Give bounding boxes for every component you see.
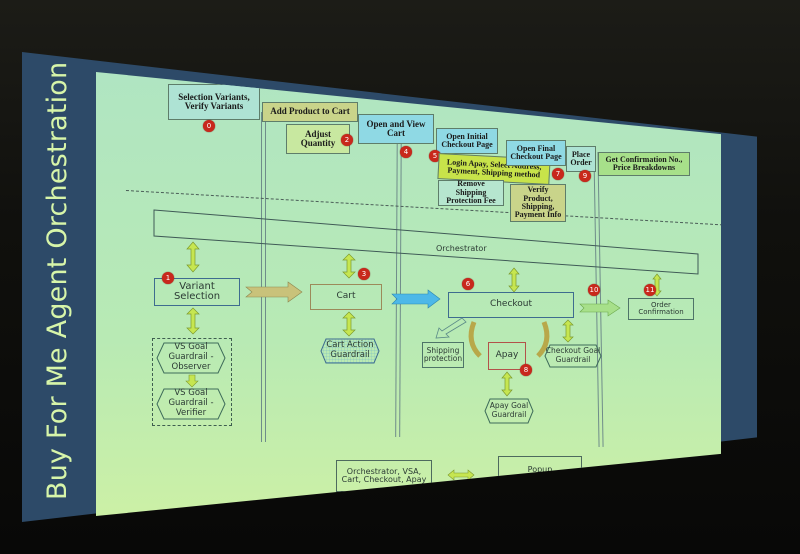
curved-arrows-apay: [468, 321, 550, 358]
badge-6: 6: [462, 278, 474, 290]
header-step-verify-product: Verify Product, Shipping, Payment Info: [510, 184, 566, 222]
double-arrow-orchestrator-variant: [186, 241, 200, 273]
double-arrow-apay-guardrail: [501, 371, 513, 397]
header-step-label: Add Product to Cart: [270, 106, 350, 117]
step-badge-9: 9: [579, 170, 591, 182]
header-step-adjust-quantity: Adjust Quantity: [286, 124, 350, 154]
double-arrow-orchestrator-cart: [342, 253, 356, 279]
node-cart: Cart: [310, 284, 382, 310]
header-step-label: Open Initial Checkout Page: [441, 131, 493, 149]
header-step-open-cart: Open and View Cart: [358, 114, 434, 144]
arrow-checkout-to-order: [579, 299, 621, 317]
badge-10: 10: [588, 284, 600, 296]
header-step-label: Selection Variants, Verify Variants: [178, 91, 250, 111]
orchestrator-label: Orchestrator: [436, 244, 487, 253]
badge-11: 11: [644, 284, 656, 296]
node-label: Apay: [495, 350, 519, 361]
arrow-checkout-to-shipping: [435, 317, 467, 339]
node-label: VS Goal Guardrail - Observer: [168, 342, 214, 372]
node-label: Checkout: [489, 299, 533, 310]
header-step-open-initial-checkout: Open Initial Checkout Page: [436, 128, 498, 154]
step-badge-7: 7: [552, 168, 564, 180]
arrow-variant-to-cart: [245, 281, 303, 303]
slide-canvas: Selection Variants, Verify Variants 0 Ad…: [96, 72, 721, 516]
header-step-label: Open Final Checkout Page: [510, 143, 562, 161]
vs-guardrail-group: [152, 338, 232, 426]
header-step-select-variants: Selection Variants, Verify Variants: [168, 84, 260, 120]
double-arrow-variant-guardrail: [186, 307, 200, 335]
legend-label: Orchestrator, VSA, Cart, Checkout, Apay: [341, 466, 427, 484]
node-label: Cart: [336, 291, 356, 302]
orchestrator-bar: [153, 209, 699, 275]
node-apay: Apay: [488, 342, 526, 370]
node-apay-goal-guardrail: Apay Goal Guardrail: [484, 398, 534, 424]
step-badge-4: 4: [400, 146, 412, 158]
header-step-label: Adjust Quantity: [300, 128, 336, 148]
arrow-cart-to-checkout: [391, 289, 441, 309]
legend-label: Popup: [527, 464, 553, 474]
step-badge-2: 2: [341, 134, 353, 146]
node-label: Checkout Goal Guardrail: [545, 346, 601, 364]
node-checkout: Checkout: [448, 292, 574, 318]
lane-divider-1: [261, 112, 266, 442]
header-step-label: Get Confirmation No., Price Breakdowns: [605, 154, 683, 172]
header-step-label: Verify Product, Shipping, Payment Info: [514, 185, 562, 220]
node-label: Shipping protection: [423, 346, 463, 363]
node-label: Order Confirmation: [638, 300, 684, 316]
slide-title: Buy For Me Agent Orchestration: [42, 61, 73, 500]
node-label: Variant Selection: [173, 280, 221, 302]
header-step-remove-shipping: Remove Shipping Protection Fee: [438, 180, 504, 206]
header-step-add-to-cart: Add Product to Cart: [262, 102, 358, 122]
node-label: Cart Action Guardrail: [326, 340, 374, 360]
header-step-get-confirmation: Get Confirmation No., Price Breakdowns: [598, 152, 690, 176]
double-arrow-orchestrator-checkout: [508, 267, 520, 293]
badge-1: 1: [162, 272, 174, 284]
header-step-label: Place Order: [570, 149, 592, 167]
header-step-label: Open and View Cart: [366, 118, 426, 138]
header-step-label: Remove Shipping Protection Fee: [446, 179, 496, 206]
badge-8: 8: [520, 364, 532, 376]
node-vs-observer: VS Goal Guardrail - Observer: [156, 342, 226, 374]
node-label: VS Goal Guardrail - Verifier: [168, 388, 214, 418]
legend-double-arrow: [447, 469, 475, 481]
badge-3: 3: [358, 268, 370, 280]
node-shipping-protection: Shipping protection: [422, 342, 464, 368]
node-cart-action-guardrail: Cart Action Guardrail: [320, 338, 380, 364]
step-badge-0: 0: [203, 120, 215, 132]
node-vs-verifier: VS Goal Guardrail - Verifier: [156, 388, 226, 420]
header-step-open-final-checkout: Open Final Checkout Page: [506, 140, 566, 166]
node-order-confirmation: Order Confirmation: [628, 298, 694, 320]
arrow-observer-to-verifier: [185, 374, 199, 388]
node-variant-selection: Variant Selection: [154, 278, 240, 306]
double-arrow-cart-guardrail: [342, 311, 356, 337]
node-checkout-goal-guardrail: Checkout Goal Guardrail: [544, 344, 602, 368]
double-arrow-checkout-guardrail: [562, 319, 574, 343]
node-label: Apay Goal Guardrail: [489, 401, 529, 419]
